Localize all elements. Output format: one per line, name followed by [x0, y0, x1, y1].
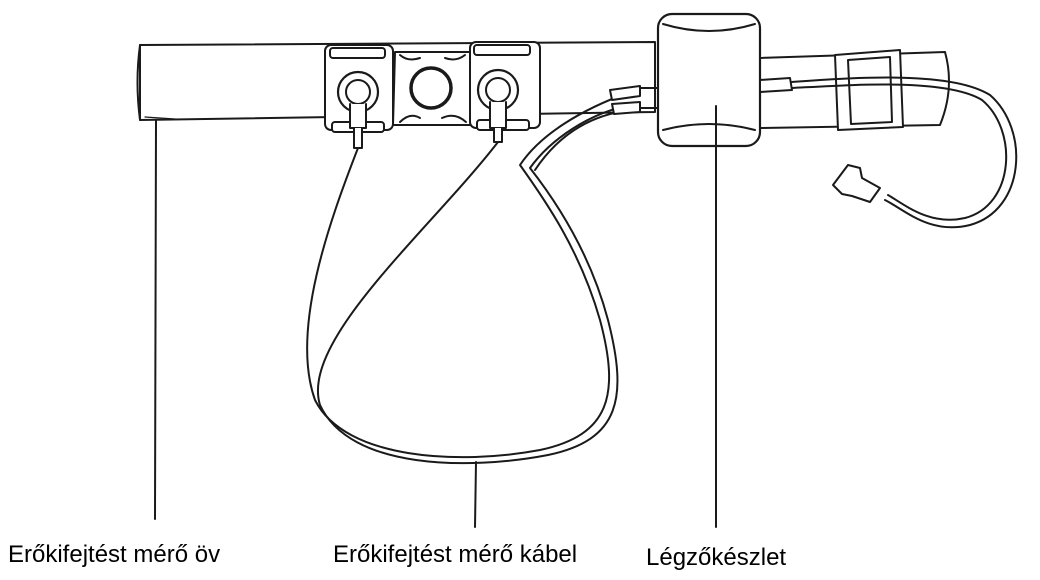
breathing-kit-device	[656, 12, 762, 148]
cable-plugs	[609, 85, 661, 115]
electrode-clip-left	[324, 44, 394, 149]
electrode-clip-right	[469, 41, 541, 143]
label-breathing-kit: Légzőkészlet	[646, 544, 787, 571]
label-belt: Erőkifejtést mérő öv	[8, 541, 221, 568]
pointer-line-belt	[154, 119, 157, 520]
belt-strap-end	[759, 49, 950, 131]
pointer-line-cable	[474, 461, 477, 528]
label-cable: Erőkifejtést mérő kábel	[333, 541, 578, 568]
buckle	[392, 51, 473, 126]
output-cable	[759, 76, 1018, 229]
